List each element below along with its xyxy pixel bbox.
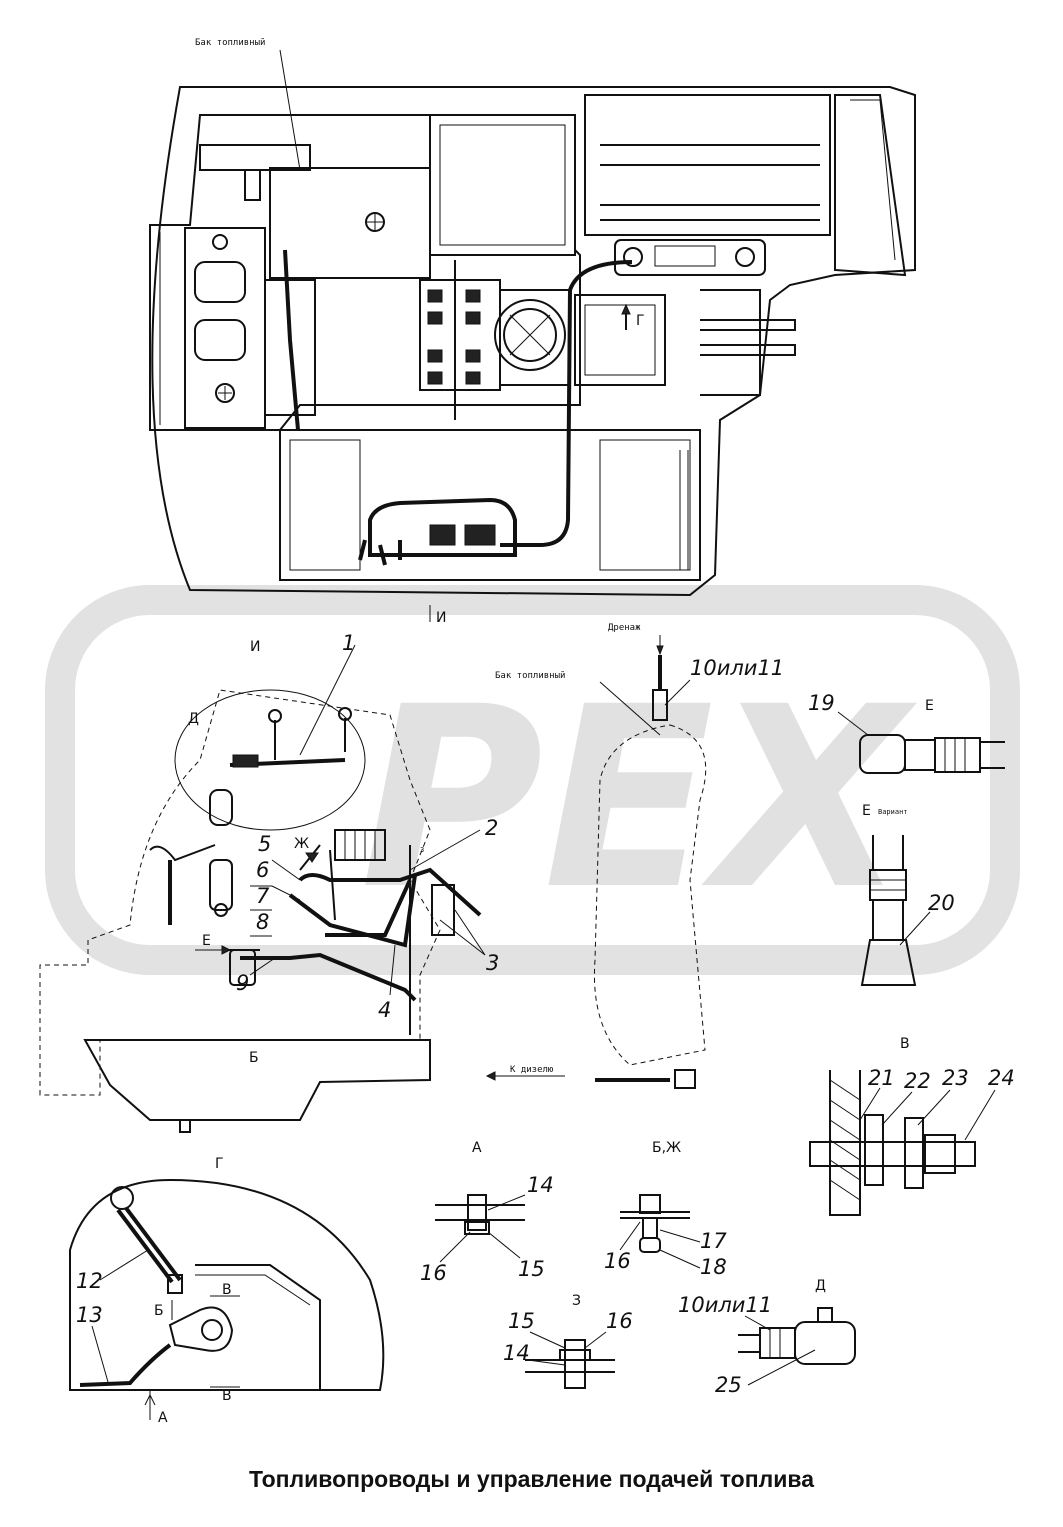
callout-18: 18 <box>700 1255 727 1279</box>
callout-21: 21 <box>868 1066 895 1090</box>
callout-10b: 10или11 <box>678 1293 772 1317</box>
view-g-section: Г А В В Б 12 13 <box>69 1156 385 1426</box>
view-label-v: В <box>900 1036 910 1052</box>
view-label-z: З <box>572 1293 581 1309</box>
view-label-a-arrow: А <box>158 1410 168 1426</box>
callout-16b: 16 <box>604 1249 631 1273</box>
page-title: Топливопроводы и управление подачей топл… <box>249 1466 814 1492</box>
callout-8: 8 <box>256 910 269 934</box>
view-label-g: Г <box>215 1156 224 1172</box>
callout-10a: 10или11 <box>690 656 784 680</box>
view-label-z-small: З <box>420 846 424 854</box>
callout-22: 22 <box>904 1069 931 1093</box>
view-label-i-arrow: И <box>436 610 446 626</box>
callout-5: 5 <box>258 832 271 856</box>
view-label-d: Д <box>188 711 199 727</box>
note-variant: Вариант <box>878 808 908 816</box>
callout-1: 1 <box>342 631 355 655</box>
callout-20: 20 <box>928 891 955 915</box>
callout-16a: 16 <box>420 1261 447 1285</box>
callout-13: 13 <box>76 1303 103 1327</box>
callout-25: 25 <box>715 1373 742 1397</box>
view-e-section: Е 19 Е Вариант 20 <box>808 691 1005 986</box>
view-label-e: Е <box>925 698 934 714</box>
callout-19: 19 <box>808 691 835 715</box>
tank-drain-section: Дренаж Бак топливный 10или11 К дизелю <box>485 623 784 1089</box>
callout-23: 23 <box>942 1066 969 1090</box>
detail-d: Д 10или11 25 <box>678 1278 856 1397</box>
view-label-e-arrow: Е <box>202 933 211 949</box>
view-label-e2: Е <box>862 803 871 819</box>
detail-a: А 14 16 15 <box>420 1140 554 1285</box>
cab-top-view: Г Бак топливный И <box>149 38 916 626</box>
callout-6: 6 <box>256 858 269 882</box>
detail-z: З 15 16 14 <box>503 1293 633 1389</box>
note-to-diesel: К дизелю <box>510 1065 554 1075</box>
callout-16c: 16 <box>606 1309 633 1333</box>
view-label-b-zh: Б,Ж <box>652 1140 681 1156</box>
callout-4: 4 <box>378 998 391 1022</box>
note-tank-top: Бак топливный <box>195 38 265 48</box>
watermark: PEX <box>45 585 1020 975</box>
callout-24: 24 <box>988 1066 1015 1090</box>
callout-17: 17 <box>700 1229 727 1253</box>
view-i-section: И Б Д 1 Е Ж <box>39 631 499 1133</box>
view-label-v-top: В <box>222 1282 232 1298</box>
callout-2: 2 <box>485 816 498 840</box>
view-label-i: И <box>250 639 260 655</box>
callout-15b: 15 <box>508 1309 535 1333</box>
detail-b-zh: Б,Ж 17 18 16 <box>604 1140 727 1279</box>
view-label-b: Б <box>249 1050 259 1066</box>
callout-14b: 14 <box>503 1341 530 1365</box>
view-label-v-bottom: В <box>222 1388 232 1404</box>
view-label-g-arrow: Г <box>636 313 645 329</box>
callout-3: 3 <box>486 951 499 975</box>
fuel-tank-top <box>269 167 431 279</box>
callout-14a: 14 <box>527 1173 554 1197</box>
callout-9: 9 <box>236 971 249 995</box>
callout-12: 12 <box>76 1269 103 1293</box>
view-label-zh: Ж <box>294 836 309 852</box>
view-label-b-small: Б <box>154 1303 164 1319</box>
view-label-a: А <box>472 1140 482 1156</box>
callout-15a: 15 <box>518 1257 545 1281</box>
note-tank-mid: Бак топливный <box>495 671 565 681</box>
view-label-d2: Д <box>815 1278 826 1294</box>
note-drain: Дренаж <box>608 623 641 633</box>
callout-7: 7 <box>256 884 270 908</box>
watermark-text: PEX <box>360 653 917 944</box>
view-v-section: В 21 22 23 24 <box>809 1036 1015 1216</box>
